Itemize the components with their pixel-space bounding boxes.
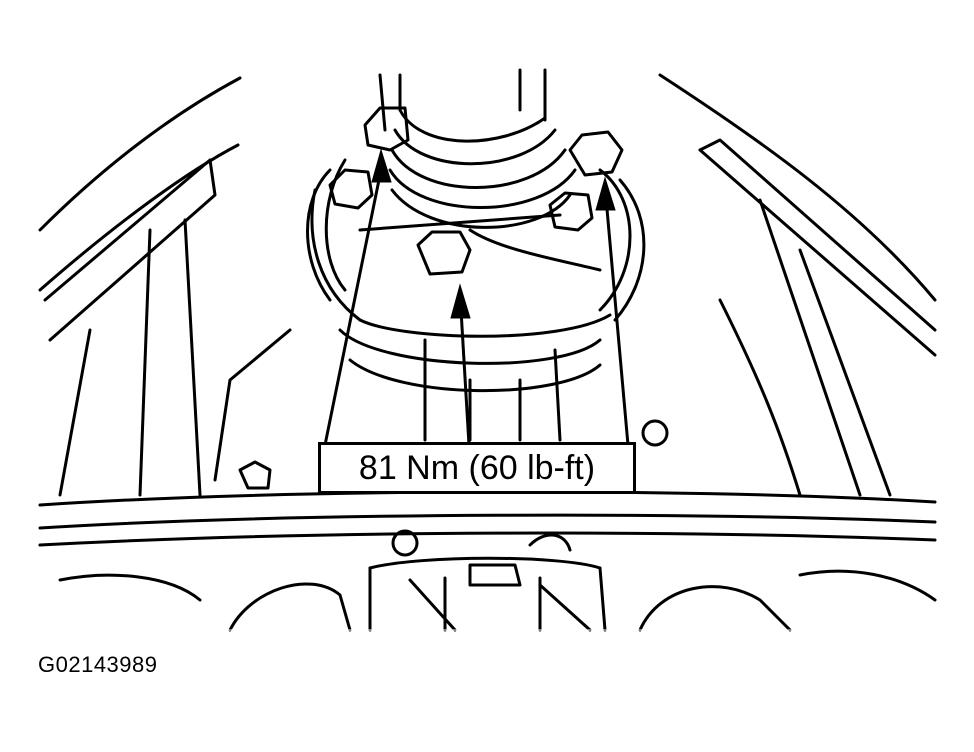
arrowhead-center-bolt xyxy=(450,283,471,319)
arrowhead-left-bolt xyxy=(371,148,392,183)
figure-id-label: G02143989 xyxy=(38,652,158,677)
arrowhead-right-bolt xyxy=(595,176,616,211)
transmission-housing xyxy=(368,566,607,632)
torque-spec-callout: 81 Nm (60 lb-ft) xyxy=(318,442,636,494)
flange-yoke xyxy=(306,168,332,302)
left-frame-rail xyxy=(38,76,242,232)
flange-bolts xyxy=(238,106,669,557)
right-frame-rail xyxy=(658,73,937,302)
driveshaft-tube xyxy=(378,73,387,132)
callout-leaders xyxy=(323,169,630,446)
leader-arrowheads xyxy=(371,148,616,319)
torque-spec-label: 81 Nm (60 lb-ft) xyxy=(358,448,596,487)
